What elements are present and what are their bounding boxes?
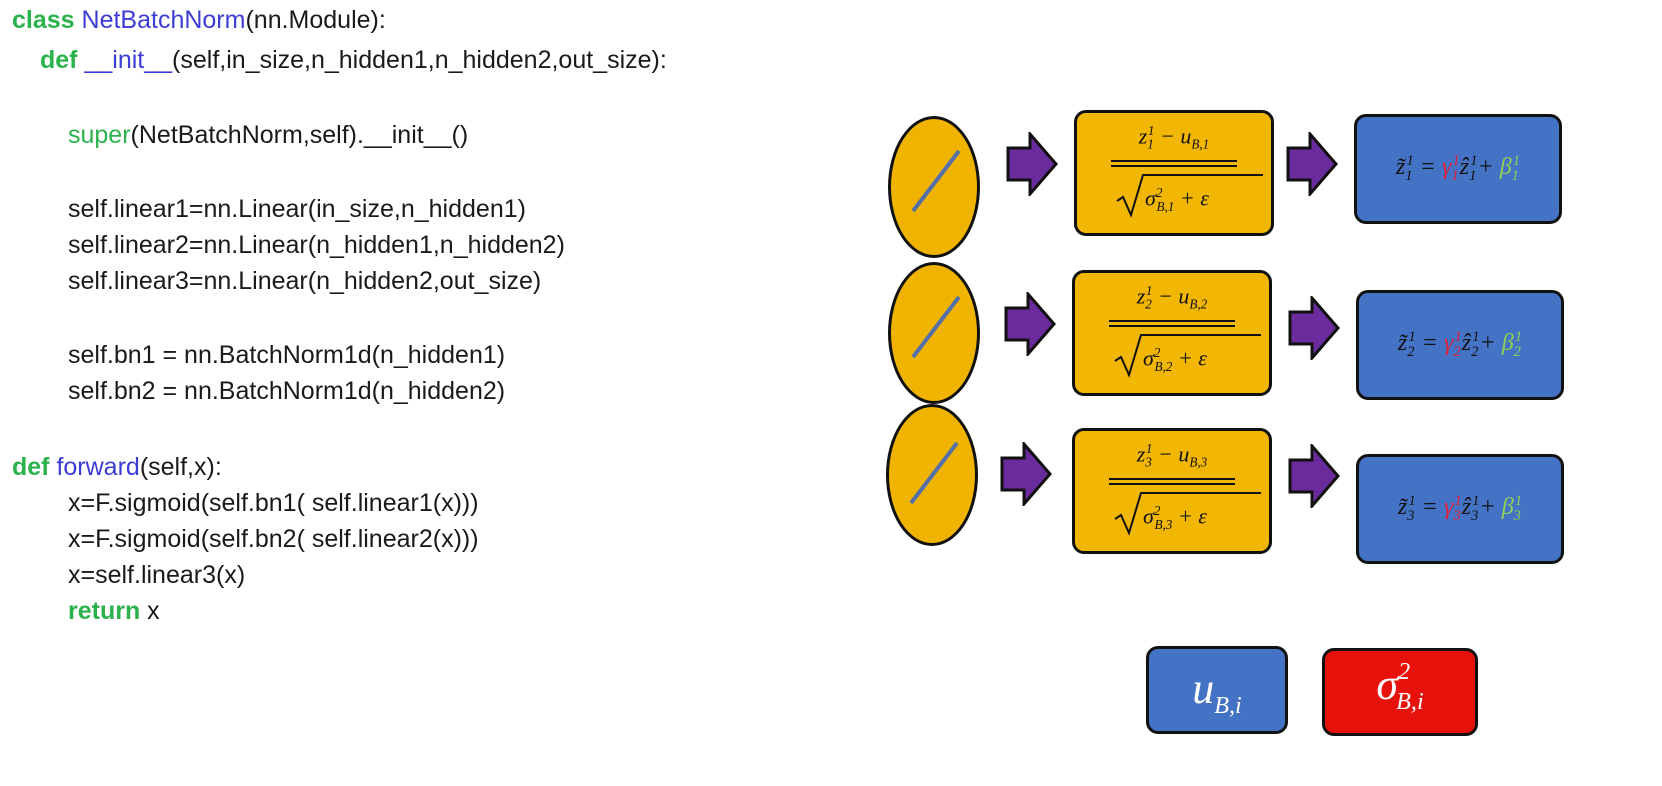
code-line-bn2: self.bn2 = nn.BatchNorm1d(n_hidden2) (68, 377, 506, 405)
neuron-3 (886, 404, 978, 546)
normalize-numerator: z21 − uB,2 (1136, 283, 1208, 312)
code-line-bn1: self.bn1 = nn.BatchNorm1d(n_hidden1) (68, 341, 506, 369)
arrow-right-icon (1004, 292, 1056, 356)
code-line-class: class NetBatchNorm(nn.Module): (12, 5, 386, 35)
fraction-bar (1109, 478, 1235, 480)
fraction-bar (1109, 483, 1235, 485)
code-panel: class NetBatchNorm(nn.Module): def __ini… (12, 5, 667, 626)
fraction-bar (1111, 165, 1237, 167)
neuron-2 (888, 262, 980, 404)
code-text: (nn.Module): (245, 6, 386, 34)
linear-activation-icon (911, 149, 961, 213)
normalize-box-3: z31 − uB,3 σ2B,3 + ε (1072, 428, 1272, 554)
scale-shift-formula: z̃21 = γ21ẑ21+ β21 (1397, 329, 1523, 360)
function-name-init: __init__ (84, 46, 173, 74)
linear-activation-icon (909, 441, 959, 505)
arrow-right-icon (1286, 132, 1338, 196)
builtin-super: super (68, 121, 131, 149)
code-line-linear1: self.linear1=nn.Linear(in_size,n_hidden1… (68, 195, 526, 223)
linear-activation-icon (911, 295, 961, 359)
code-text: (self,x): (139, 453, 222, 481)
function-name-forward: forward (56, 453, 140, 481)
normalize-numerator: z31 − uB,3 (1136, 441, 1208, 470)
normalize-box-2: z21 − uB,2 σ2B,2 + ε (1072, 270, 1272, 396)
fraction-bar (1109, 325, 1235, 327)
code-line-forward-1: x=F.sigmoid(self.bn1( self.linear1(x))) (68, 489, 479, 517)
code-line-forward-2: x=F.sigmoid(self.bn2( self.linear2(x))) (68, 525, 479, 553)
keyword-return: return (68, 597, 141, 625)
normalize-denominator: σ2B,2 + ε (1075, 333, 1269, 379)
batch-mean-box: uB,i (1146, 646, 1288, 734)
fraction-bar (1111, 160, 1237, 162)
arrow-right-icon (1288, 296, 1340, 360)
scale-shift-box-1: z̃11 = γ11ẑ11+ β11 (1354, 114, 1562, 224)
code-line-linear2: self.linear2=nn.Linear(n_hidden1,n_hidde… (68, 231, 565, 259)
arrow-right-icon (1000, 442, 1052, 506)
scale-shift-formula: z̃11 = γ11ẑ11+ β11 (1395, 153, 1521, 184)
scale-shift-box-3: z̃31 = γ31ẑ31+ β31 (1356, 454, 1564, 564)
keyword-class: class (12, 6, 75, 34)
code-text: (self,in_size,n_hidden1,n_hidden2,out_si… (172, 46, 667, 74)
code-line-forward-3: x=self.linear3(x) (68, 561, 246, 589)
code-line-forward-def: def forward(self,x): (12, 452, 222, 482)
arrow-right-icon (1288, 444, 1340, 508)
batch-variance-box: σ2B,i (1322, 648, 1478, 736)
sqrt-icon (1114, 334, 1261, 378)
neuron-1 (888, 116, 980, 258)
normalize-box-1: z11 − uB,1 σ2B,1 + ε (1074, 110, 1274, 236)
normalize-denominator: σ2B,3 + ε (1075, 491, 1269, 537)
arrow-right-icon (1006, 132, 1058, 196)
code-line-super: super(NetBatchNorm,self).__init__() (68, 120, 468, 150)
scale-shift-box-2: z̃21 = γ21ẑ21+ β21 (1356, 290, 1564, 400)
keyword-def: def (12, 453, 50, 481)
fraction-bar (1109, 320, 1235, 322)
code-line-linear3: self.linear3=nn.Linear(n_hidden2,out_siz… (68, 267, 542, 295)
code-text: (NetBatchNorm,self).__init__() (130, 121, 469, 149)
code-line-init-def: def __init__(self,in_size,n_hidden1,n_hi… (40, 45, 667, 75)
scale-shift-formula: z̃31 = γ31ẑ31+ β31 (1397, 493, 1523, 524)
keyword-def: def (40, 46, 78, 74)
code-line-return: return x (68, 596, 160, 626)
normalize-denominator: σ2B,1 + ε (1077, 173, 1271, 219)
sqrt-icon (1116, 174, 1263, 218)
code-text: x (140, 597, 160, 625)
normalize-numerator: z11 − uB,1 (1138, 123, 1210, 152)
sqrt-icon (1114, 492, 1261, 536)
class-name: NetBatchNorm (81, 6, 246, 34)
